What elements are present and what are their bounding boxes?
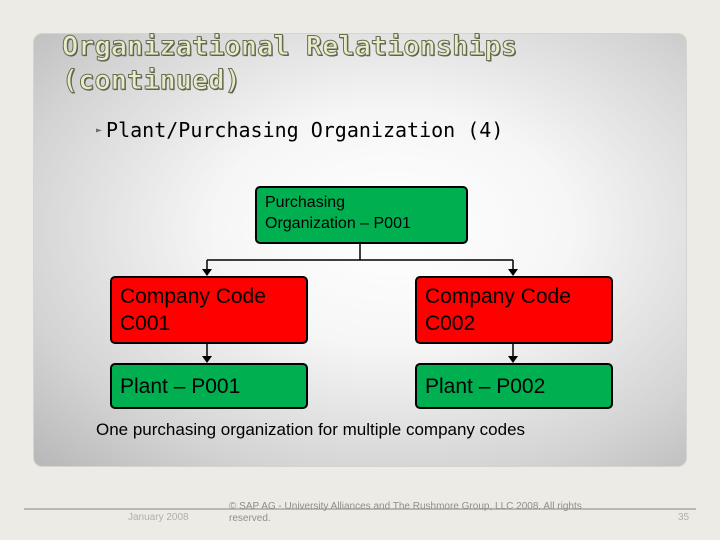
diagram-caption: One purchasing organization for multiple…: [96, 420, 526, 439]
arrowhead-company-2: [508, 269, 518, 276]
plant-box-2: Plant – P002: [415, 363, 613, 409]
company-code-2-line-1: Company Code: [425, 285, 571, 308]
arrowhead-company-1: [202, 269, 212, 276]
purchasing-org-line-2: Organization – P001: [265, 215, 411, 232]
arrowhead-plant-2: [508, 356, 518, 363]
plant-1-label: Plant – P001: [120, 375, 241, 398]
company-code-box-1: Company Code C001: [110, 276, 308, 344]
footer-copyright: © SAP AG - University Alliances and The …: [229, 501, 582, 524]
bullet-text: Plant/Purchasing Organization (4): [106, 118, 504, 142]
company-code-2-line-2: C002: [425, 312, 476, 335]
company-code-1-line-1: Company Code: [120, 285, 266, 308]
title-line-2: (continued): [62, 65, 242, 97]
plant-2-label: Plant – P002: [425, 375, 546, 398]
purchasing-org-line-1: Purchasing: [265, 194, 346, 211]
footer-divider: [24, 508, 696, 510]
bullet-item: ► Plant/Purchasing Organization (4): [96, 118, 503, 142]
plant-box-1: Plant – P001: [110, 363, 308, 409]
slide-title: Organizational Relationships (continued): [61, 30, 518, 98]
page-number: 35: [678, 512, 690, 523]
company-code-1-line-2: C001: [120, 312, 171, 335]
pointer-arrow-icon: ►: [96, 124, 103, 136]
purchasing-organization-box: Purchasing Organization – P001: [255, 186, 468, 244]
title-line-1: Organizational Relationships: [61, 31, 518, 63]
arrowhead-plant-1: [202, 356, 212, 363]
company-code-box-2: Company Code C002: [415, 276, 613, 344]
footer-date: January 2008: [128, 512, 189, 523]
